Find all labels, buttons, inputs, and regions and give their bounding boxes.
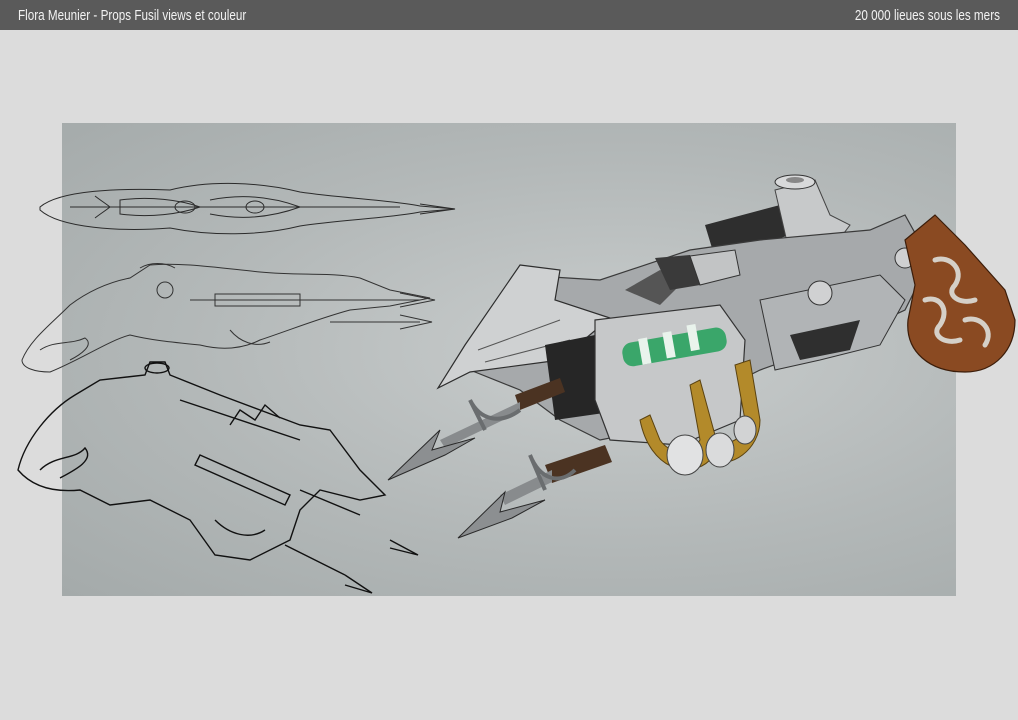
- sketch-three-quarter-view: [17, 361, 419, 594]
- header-left-title: Flora Meunier - Props Fusil views et cou…: [18, 6, 247, 24]
- gun-wooden-stock: [904, 214, 1016, 373]
- color-render: [387, 174, 1016, 539]
- page-header: Flora Meunier - Props Fusil views et cou…: [0, 0, 1018, 30]
- sketch-top-view: [39, 182, 456, 235]
- harpoon-upper: [387, 378, 565, 481]
- header-right-title: 20 000 lieues sous les mers: [854, 6, 1000, 24]
- gun-green-tube: [622, 323, 727, 367]
- harpoon-lower: [457, 445, 612, 539]
- sketch-side-view: [21, 263, 436, 373]
